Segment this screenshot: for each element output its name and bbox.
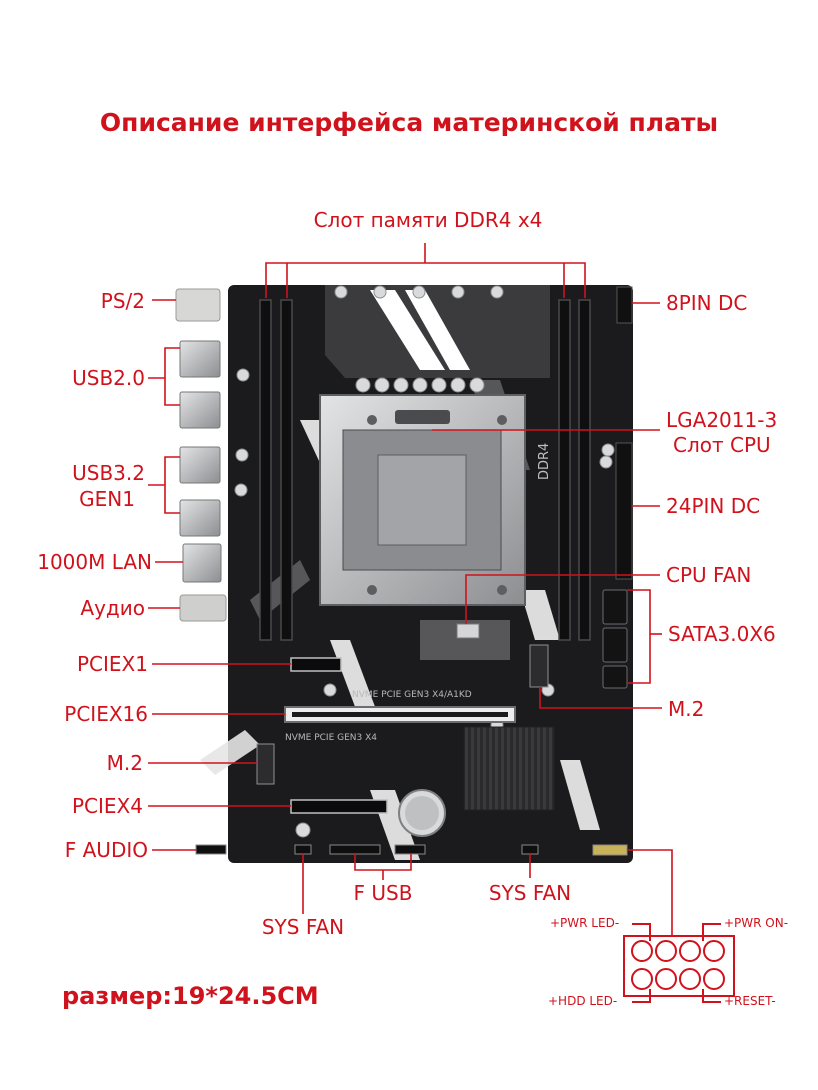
dimm-slot-b1	[558, 299, 571, 641]
silkscreen-nvme-2: NVME PCIE GEN3 X4	[285, 733, 377, 743]
chipset-heatsink	[463, 726, 555, 811]
dimm-slot-a1	[259, 299, 272, 641]
label-pciex16: PCIEX16	[64, 702, 148, 726]
f-usb-header	[329, 844, 381, 855]
dimm-slot-a2	[280, 299, 293, 641]
front-panel-header	[592, 844, 628, 856]
label-cpu-line2: Слот CPU	[673, 433, 771, 457]
f-audio-header	[195, 844, 227, 855]
pin-label-pwr-on: +PWR ON-	[724, 916, 789, 930]
ddr4-silkscreen-text: DDR4	[537, 443, 552, 480]
label-usb20: USB2.0	[72, 366, 145, 390]
sys-fan-header-2	[521, 844, 539, 855]
pciex16-slot-inner	[292, 712, 508, 717]
rear-io-group	[175, 288, 227, 622]
label-pciex4: PCIEX4	[72, 794, 143, 818]
pin-label-pwr-led: +PWR LED-	[550, 916, 620, 930]
pin-label-hdd-led: +HDD LED-	[548, 994, 618, 1008]
label-m2-right: M.2	[668, 697, 705, 721]
label-usb32-line2: GEN1	[79, 487, 135, 511]
label-ps2: PS/2	[100, 289, 145, 313]
fan-cap-left	[295, 822, 311, 838]
page-title: Описание интерфейса материнской платы	[99, 108, 719, 137]
front-panel-frame	[623, 935, 735, 997]
front-panel-diagram	[623, 923, 735, 1003]
label-cpu-fan: CPU FAN	[666, 563, 752, 587]
pciex4-slot	[290, 799, 388, 814]
usb20-port-1	[179, 340, 221, 378]
ddr4-slots	[259, 299, 591, 641]
label-8pin: 8PIN DC	[666, 291, 748, 315]
pin-label-reset: +RESET-	[724, 994, 776, 1008]
ps2-port	[175, 288, 221, 322]
label-sata: SATA3.0X6	[668, 622, 776, 646]
label-ddr4-slots: Слот памяти DDR4 x4	[313, 208, 543, 232]
label-usb32-line1: USB3.2	[72, 461, 145, 485]
pciex1-slot	[290, 657, 342, 672]
label-24pin: 24PIN DC	[666, 494, 761, 518]
silkscreen-nvme-1: NVME PCIE GEN3 X4/A1KD	[352, 690, 472, 700]
audio-port	[179, 594, 227, 622]
usb32-port-1	[179, 446, 221, 484]
label-pciex1: PCIEX1	[77, 652, 148, 676]
power-24pin-connector	[615, 442, 633, 580]
label-lan: 1000M LAN	[37, 550, 152, 574]
cpu-socket	[319, 394, 526, 606]
power-8pin-connector	[616, 286, 633, 324]
cpu-fan-header	[456, 623, 480, 639]
dimm-slot-b2	[578, 299, 591, 641]
label-f-audio: F AUDIO	[64, 838, 148, 862]
callout-lines	[148, 243, 673, 936]
m2-slot-left	[256, 743, 275, 785]
label-sys-fan-left: SYS FAN	[261, 915, 345, 939]
f-usb-header-2	[394, 844, 426, 855]
capacitor-row-top	[234, 285, 615, 732]
label-m2-left: M.2	[106, 751, 143, 775]
lan-port	[182, 543, 222, 583]
label-f-usb: F USB	[353, 881, 413, 905]
sys-fan-header-1	[294, 844, 312, 855]
label-sys-fan-right: SYS FAN	[488, 881, 572, 905]
usb20-port-2	[179, 391, 221, 429]
m2-slot-right	[529, 644, 549, 688]
usb32-port-2	[179, 499, 221, 537]
label-audio: Аудио	[80, 596, 145, 620]
cmos-battery-inner	[405, 796, 439, 830]
vrm-heatsink	[325, 285, 550, 378]
label-cpu-line1: LGA2011-3	[666, 408, 778, 432]
board-size-text: размер:19*24.5CM	[62, 982, 319, 1010]
sata-ports	[602, 589, 628, 689]
